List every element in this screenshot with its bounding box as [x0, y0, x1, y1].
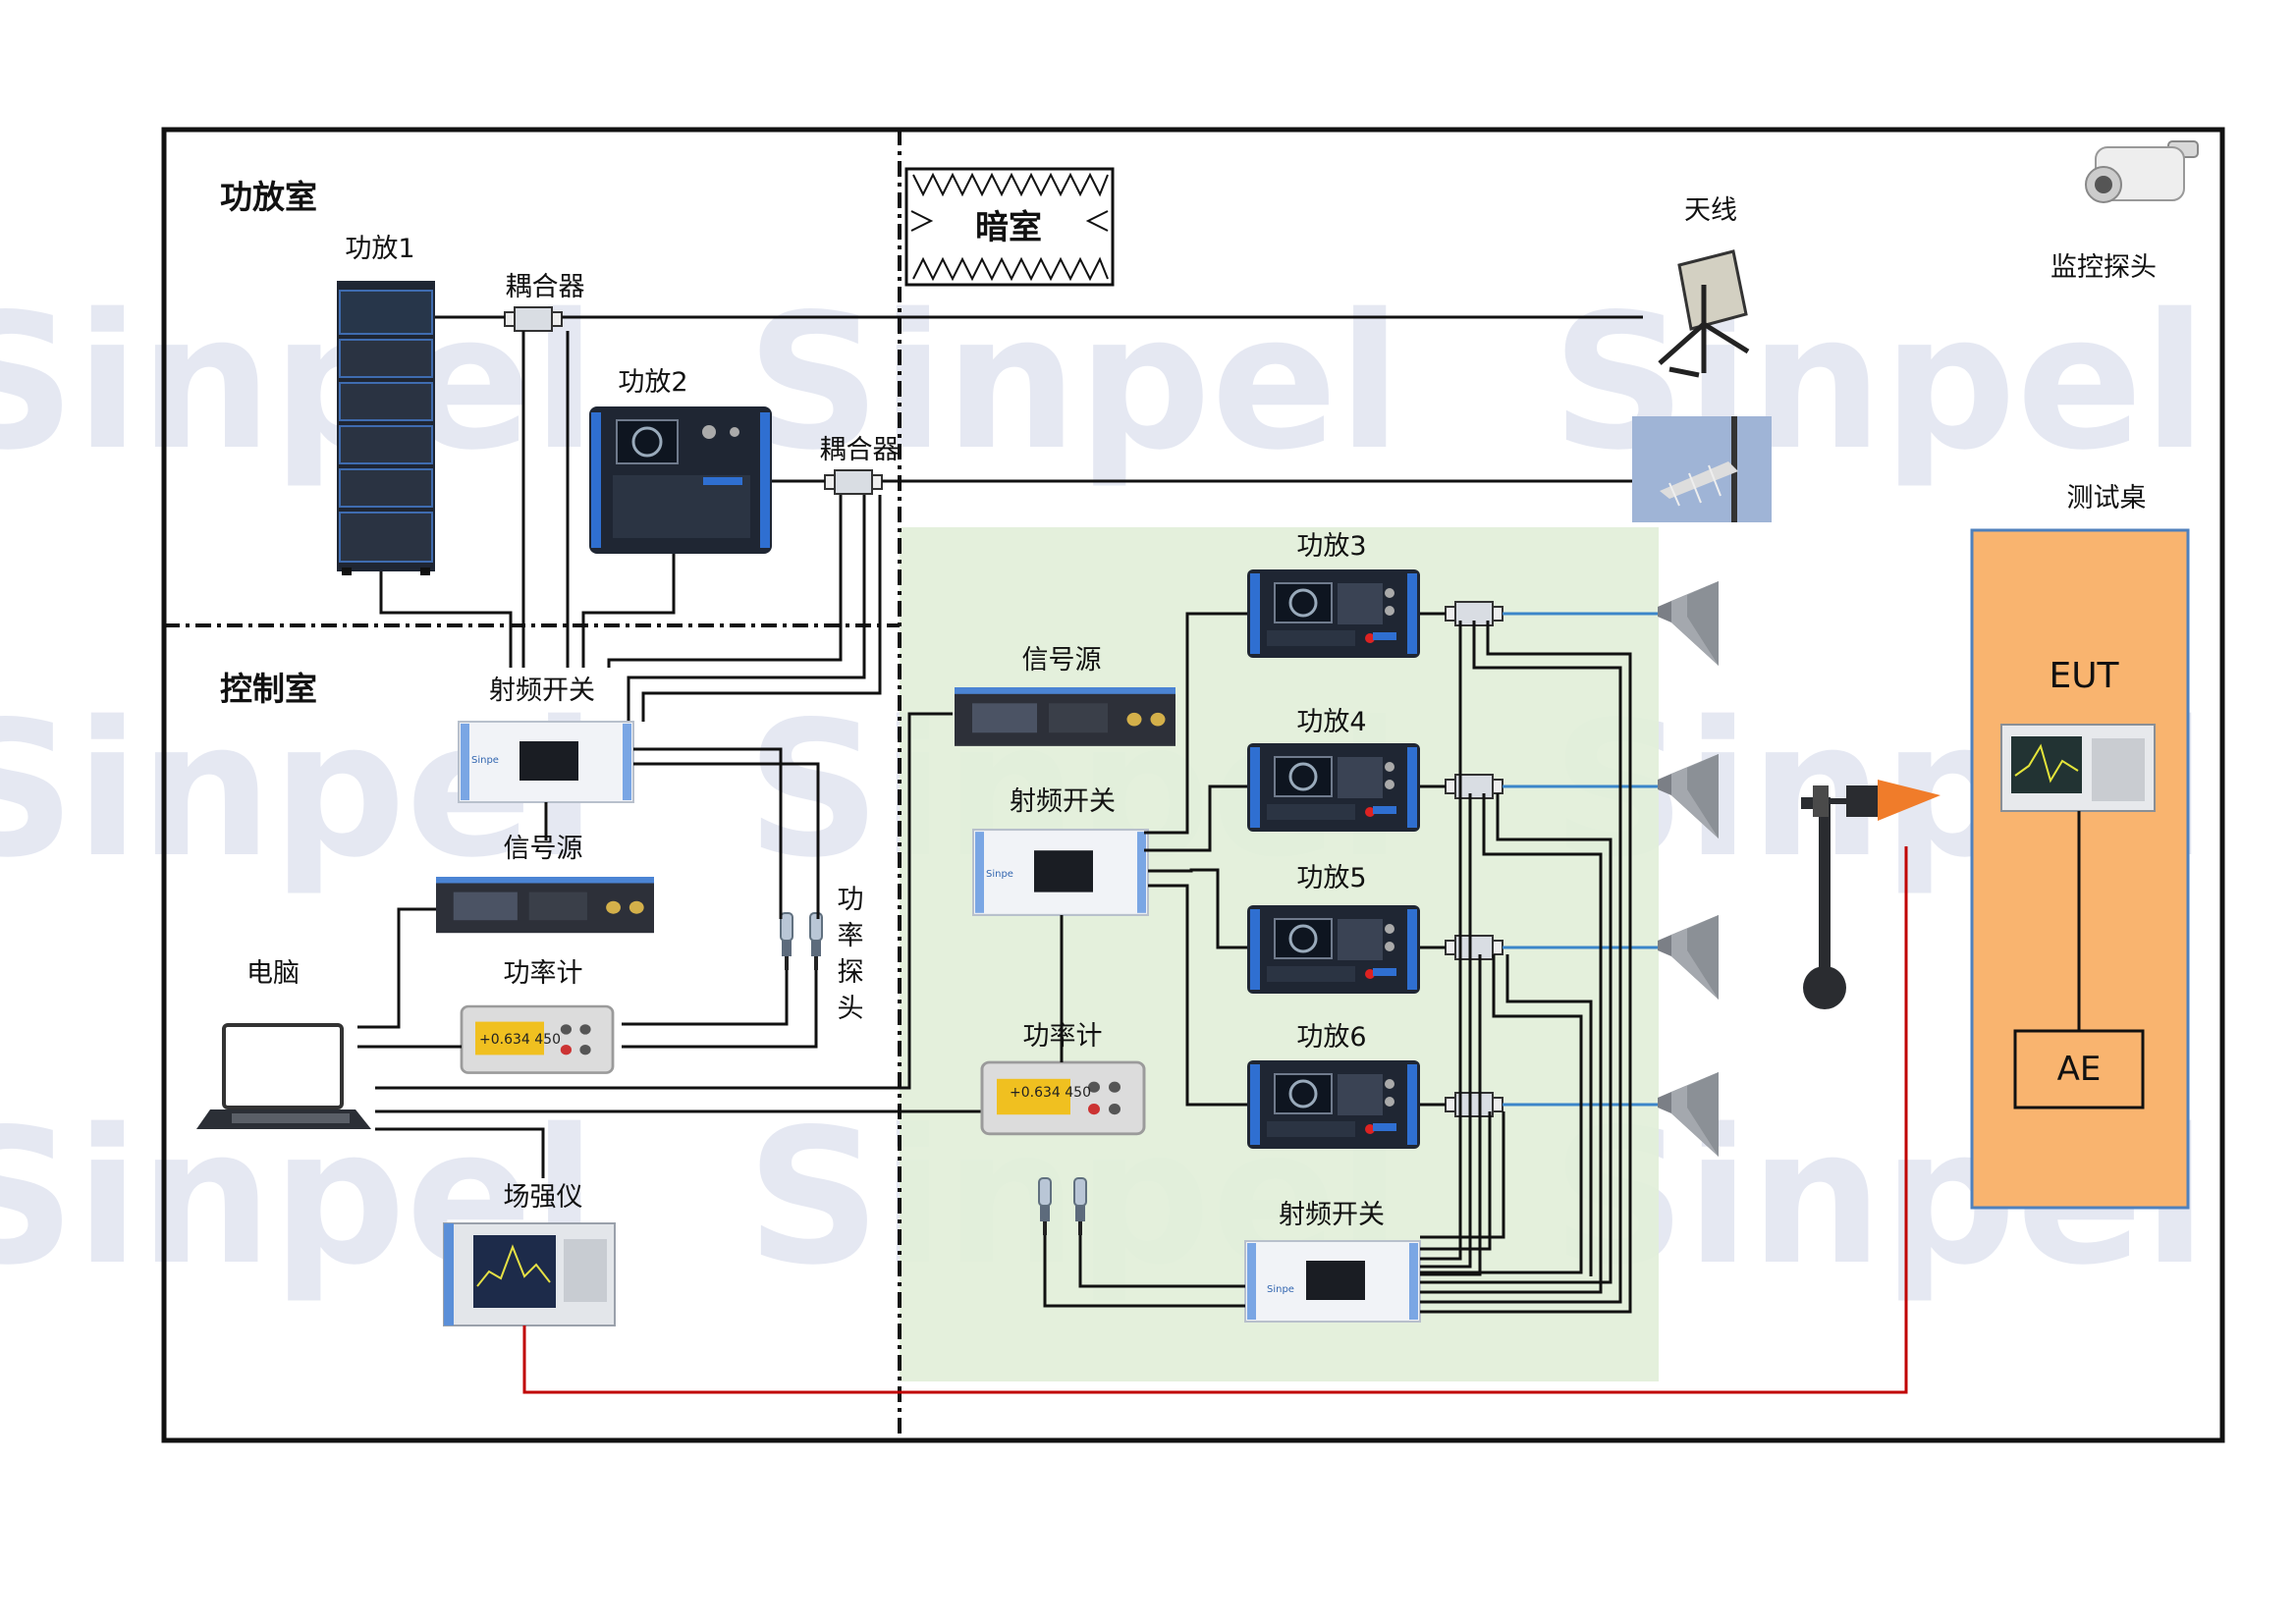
wire-probe-a-bottom-switch	[1043, 1235, 1245, 1308]
horn-antenna-1-icon	[1658, 581, 1719, 666]
amp6-label: 功放6	[1296, 1022, 1366, 1053]
power-probe-b-icon	[809, 912, 823, 971]
wire-switch-probe-b	[633, 762, 820, 919]
amp2-unit	[589, 406, 772, 554]
wire-switch-probe-a	[633, 747, 783, 919]
coupler-top-label: 耦合器	[506, 272, 585, 302]
ae-label: AE	[2057, 1050, 2102, 1089]
power-probe-char-4: 头	[838, 994, 864, 1024]
field-meter-label: 场强仪	[504, 1182, 583, 1213]
signal-source-chamber	[955, 687, 1175, 746]
wire-probe-b-meter	[622, 970, 818, 1049]
horn-antenna-3-icon	[1658, 915, 1719, 1000]
wire-switch-amp6	[1148, 884, 1247, 1107]
amp3-unit	[1245, 568, 1422, 660]
wire-coupler-mid-b	[627, 495, 866, 722]
signal-source-chamber-label: 信号源	[1022, 645, 1102, 676]
watermark-row1a: Sinpel	[0, 274, 596, 491]
power-probe-a-icon	[780, 912, 793, 971]
rf-switch-control-label: 射频开关	[489, 676, 595, 706]
wire-coupler-mid-a	[607, 495, 843, 668]
coupler-mid-label: 耦合器	[820, 435, 900, 465]
power-meter-control-label: 功率计	[504, 958, 583, 989]
rf-switch-chamber-label: 射频开关	[1010, 786, 1116, 817]
field-probe-icon	[1801, 780, 1941, 1009]
wire-switch-amp4	[1144, 784, 1247, 852]
power-meter-chamber-reading: +0.634 450	[1010, 1085, 1091, 1101]
coupler-return-bundle	[1420, 621, 1632, 1314]
eut-label: EUT	[2049, 656, 2119, 696]
control-room-title: 控制室	[220, 670, 317, 708]
wire-pc-siggen	[357, 907, 436, 1029]
chamber-label: 暗室	[975, 208, 1042, 247]
wire-probe-a-meter	[622, 970, 789, 1026]
signal-source-control-label: 信号源	[504, 834, 583, 864]
power-probe-char-2: 率	[838, 921, 864, 951]
amp2-label: 功放2	[618, 367, 687, 398]
amp1-label: 功放1	[345, 234, 414, 264]
power-probe-char-3: 探	[838, 957, 864, 988]
fiber-field-probe	[522, 846, 1908, 1394]
log-periodic-antenna-photo	[1632, 416, 1772, 522]
computer-label: 电脑	[246, 958, 300, 989]
rf-switch-chamber-brand: Sinpe	[986, 869, 1013, 880]
field-strength-meter	[443, 1222, 616, 1326]
test-table-label: 测试桌	[2067, 483, 2147, 514]
wire-pc-field-meter	[375, 1127, 545, 1178]
camera-label: 监控探头	[2050, 252, 2157, 283]
rf-switch-bottom-label: 射频开关	[1279, 1200, 1385, 1230]
anechoic-chamber-icon	[904, 167, 1115, 287]
antenna-icon	[1658, 249, 1750, 378]
amp-room-title: 功放室	[220, 178, 317, 216]
laptop-icon	[196, 1023, 371, 1129]
amp6-unit	[1245, 1058, 1422, 1151]
wire-coupler-mid-c	[641, 495, 882, 722]
amp1-cabinet	[337, 281, 435, 575]
amp3-label: 功放3	[1296, 531, 1366, 562]
power-meter-control-reading: +0.634 450	[479, 1032, 561, 1048]
wire-pc-chamber-siggen	[375, 712, 953, 1090]
rf-switch-bottom-brand: Sinpe	[1267, 1284, 1294, 1295]
wire-switch-amp5	[1148, 868, 1247, 949]
rf-switch-bottom	[1244, 1240, 1421, 1323]
amp5-label: 功放5	[1296, 863, 1366, 893]
signal-source-control	[436, 877, 654, 934]
wire-amp2-switch	[581, 554, 676, 668]
wire-probe-b-bottom-switch	[1078, 1235, 1245, 1288]
amp5-unit	[1245, 903, 1422, 996]
power-probe-char-1: 功	[838, 885, 864, 915]
camera-icon	[2085, 140, 2199, 203]
eut-analyzer	[2000, 724, 2156, 812]
watermark-row1b: Sinpel	[746, 274, 1401, 491]
amp4-unit	[1245, 741, 1422, 834]
amp4-label: 功放4	[1296, 707, 1366, 737]
wire-switch-amp3	[1144, 612, 1247, 835]
rf-switch-control-brand: Sinpe	[471, 755, 499, 766]
outer-frame	[161, 127, 2225, 1443]
wire-amp1-switch	[379, 571, 513, 668]
antenna-label: 天线	[1684, 195, 1737, 226]
